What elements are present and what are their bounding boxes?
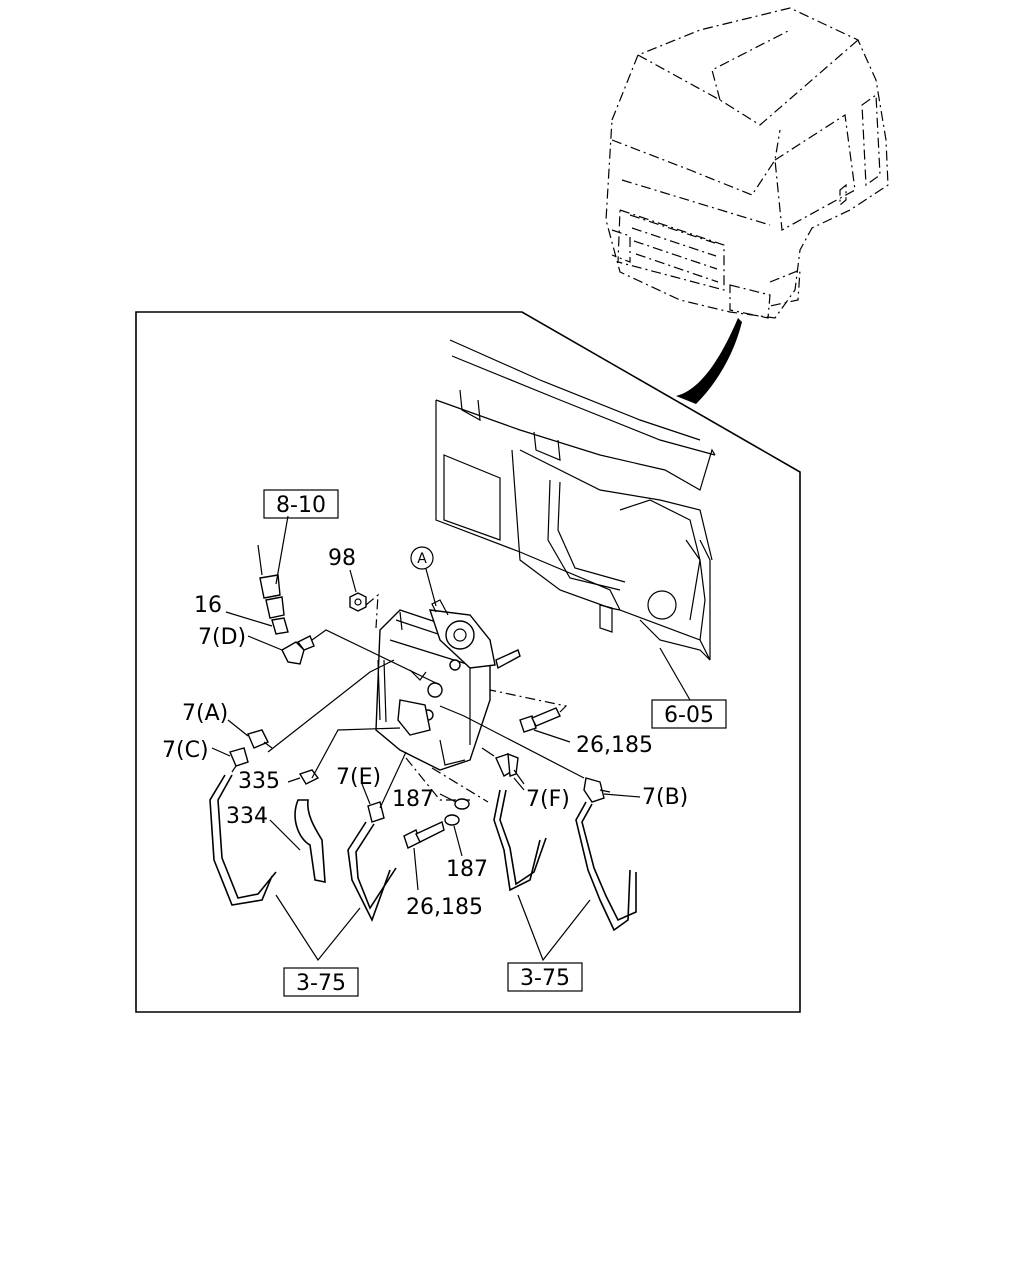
- bolt-26-185-upper: [489, 689, 571, 743]
- label-part-187-lower: 187: [446, 857, 488, 882]
- ref-box-8-10: [263, 489, 339, 519]
- bolt-26-185-lower: [403, 821, 445, 891]
- label-part-26-185-upper: 26,185: [576, 733, 653, 758]
- leader-6-05: [659, 647, 691, 701]
- part-334-hose: [294, 799, 326, 883]
- leader-3-75-left: [275, 894, 361, 962]
- part-7E-fitting: [367, 751, 407, 823]
- detail-A-label: A: [417, 551, 427, 567]
- part-7A-fitting: [247, 659, 395, 753]
- truck-cab-illustration: [605, 7, 889, 319]
- label-part-26-185-lower: 26,185: [406, 895, 483, 920]
- ref-label-3-75-left: 3-75: [296, 971, 346, 996]
- pipe-right-a: [575, 801, 631, 932]
- label-part-7C: 7(C): [162, 738, 209, 763]
- label-part-16: 16: [194, 593, 222, 618]
- label-part-7D: 7(D): [198, 625, 246, 650]
- label-part-7E: 7(E): [336, 765, 381, 790]
- part-7C-fitting: [229, 747, 249, 773]
- part-7B-fitting: [439, 705, 611, 803]
- ref-box-3-75-right: [507, 962, 583, 992]
- label-part-7A: 7(A): [182, 701, 228, 726]
- part-335-clip: [298, 727, 401, 785]
- pipe-left-a: [209, 774, 273, 906]
- valve-bracket-assembly: [375, 599, 521, 771]
- label-part-334: 334: [226, 804, 268, 829]
- body-panel: [435, 339, 716, 661]
- pipe-center-b: [355, 823, 397, 910]
- ref-label-8-10: 8-10: [276, 493, 326, 518]
- part-98-nut: [349, 569, 379, 629]
- ref-box-3-75-left: [283, 967, 359, 997]
- pipe-left-a-outer: [217, 774, 277, 899]
- ref-label-6-05: 6-05: [664, 703, 714, 728]
- label-part-7B: 7(B): [642, 785, 688, 810]
- pipe-right-b: [581, 803, 637, 922]
- pipe-right-center-b: [499, 789, 547, 886]
- leader-3-75-right: [517, 894, 591, 962]
- part-16-pressure-switch: [257, 515, 289, 635]
- detail-frame: [135, 311, 801, 1013]
- part-187-washer-lower: [444, 814, 463, 857]
- ref-box-6-05: [651, 699, 727, 729]
- detail-A-marker: [410, 546, 434, 570]
- label-part-98: 98: [328, 546, 356, 571]
- pipe-center-a: [347, 821, 391, 923]
- ref-label-3-75-right: 3-75: [520, 966, 570, 991]
- part-7F-fitting: [481, 747, 525, 785]
- part-187-washer-upper: [454, 798, 470, 810]
- label-part-187-upper: 187: [392, 787, 434, 812]
- detail-arrow: [676, 318, 742, 404]
- label-part-7F: 7(F): [526, 787, 570, 812]
- part-7D-fitting: [281, 629, 441, 686]
- label-part-335: 335: [238, 769, 280, 794]
